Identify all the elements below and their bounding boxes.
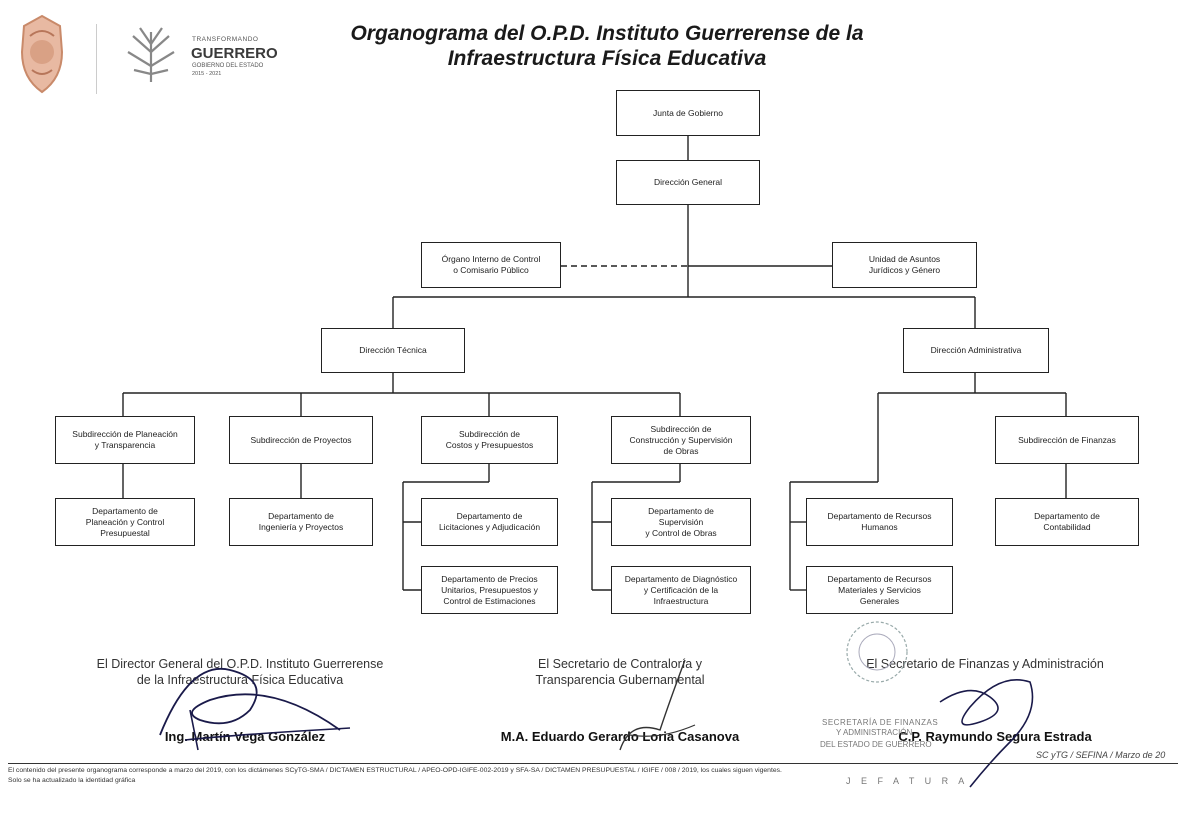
handwritten-signature-2 [619, 659, 696, 751]
box-subdireccion-costos: Subdirección de Costos y Presupuestos [421, 416, 558, 464]
footer-rule [8, 763, 1178, 764]
handwritten-signature-1 [159, 667, 351, 751]
stamp-text-4: J E F A T U R A [846, 776, 969, 786]
signature-2-name: M.A. Eduardo Gerardo Loria Casanova [500, 729, 740, 744]
signature-2-title: El Secretario de Contraloría y Transpare… [535, 657, 705, 687]
brand-name: GUERRERO [191, 45, 278, 62]
brand-subtext: GOBIERNO DEL ESTADO [192, 63, 264, 69]
box-departamento-licitaciones: Departamento de Licitaciones y Adjudicac… [421, 498, 558, 546]
box-direccion-tecnica: Dirección Técnica [321, 328, 465, 373]
page-title-line2: Infraestructura Física Educativa [447, 47, 767, 70]
box-unidad-asuntos-juridicos: Unidad de Asuntos Jurídicos y Género [832, 242, 977, 288]
brand-years: 2015 - 2021 [192, 71, 222, 77]
signature-3-title: El Secretario de Finanzas y Administraci… [866, 657, 1104, 671]
box-departamento-supervision: Departamento de Supervisión y Control de… [611, 498, 751, 546]
page-title-line1: Organograma del O.P.D. Instituto Guerrer… [350, 22, 864, 45]
box-subdireccion-finanzas: Subdirección de Finanzas [995, 416, 1139, 464]
transformando-guerrero-logo [127, 27, 175, 82]
handwritten-signature-3 [939, 678, 1034, 788]
stamp-text-2: Y ADMINISTRACIÓN [836, 728, 913, 737]
box-departamento-diagnostico: Departamento de Diagnóstico y Certificac… [611, 566, 751, 614]
box-departamento-planeacion: Departamento de Planeación y Control Pre… [55, 498, 195, 546]
footer-note-1: El contenido del presente organograma co… [8, 767, 782, 774]
box-departamento-contabilidad: Departamento de Contabilidad [995, 498, 1139, 546]
footer-note-2: Solo se ha actualizado la identidad gráf… [8, 777, 136, 784]
stamp-text-1: SECRETARÍA DE FINANZAS [822, 718, 939, 727]
signature-3-name: C.P. Raymundo Segura Estrada [898, 729, 1092, 744]
stamp-text-3: DEL ESTADO DE GUERRERO [820, 740, 932, 749]
box-departamento-recursos-humanos: Departamento de Recursos Humanos [806, 498, 953, 546]
state-seal-logo [20, 14, 64, 94]
box-junta-de-gobierno: Junta de Gobierno [616, 90, 760, 136]
box-departamento-recursos-materiales: Departamento de Recursos Materiales y Se… [806, 566, 953, 614]
brand-small-text: TRANSFORMANDO [192, 36, 259, 43]
official-seal-stamp [846, 621, 908, 683]
box-direccion-administrativa: Dirección Administrativa [903, 328, 1049, 373]
box-subdireccion-planeacion: Subdirección de Planeación y Transparenc… [55, 416, 195, 464]
box-direccion-general: Dirección General [616, 160, 760, 205]
footer-reference: SC yTG / SEFINA / Marzo de 20 [1036, 750, 1166, 760]
box-departamento-precios: Departamento de Precios Unitarios, Presu… [421, 566, 558, 614]
box-subdireccion-construccion: Subdirección de Construcción y Supervisi… [611, 416, 751, 464]
signature-1-title: El Director General del O.P.D. Instituto… [96, 657, 384, 687]
box-departamento-ingenieria: Departamento de Ingeniería y Proyectos [229, 498, 373, 546]
box-organo-interno-control: Órgano Interno de Control o Comisario Pú… [421, 242, 561, 288]
header-divider [96, 24, 97, 94]
box-subdireccion-proyectos: Subdirección de Proyectos [229, 416, 373, 464]
